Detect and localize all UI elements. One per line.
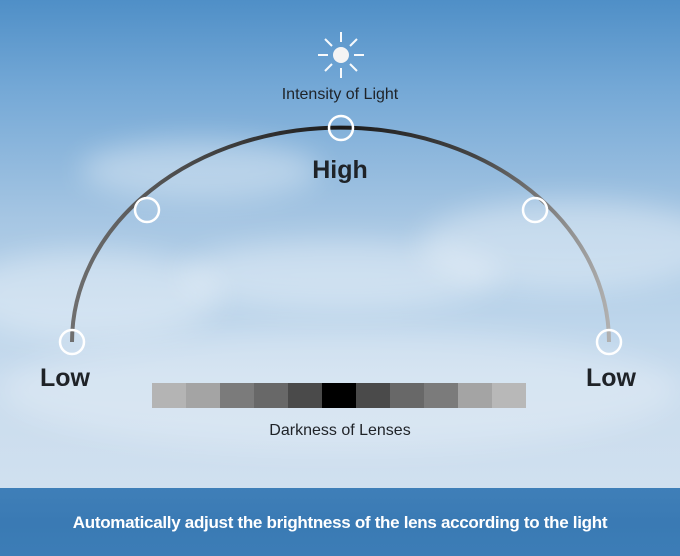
sun-icon	[318, 32, 364, 78]
high-label: High	[312, 156, 368, 184]
darkness-swatch	[152, 383, 186, 408]
caption: Automatically adjust the brightness of t…	[72, 513, 608, 532]
darkness-swatch	[390, 383, 424, 408]
arc-node-mid-left	[133, 196, 161, 224]
darkness-swatch	[356, 383, 390, 408]
darkness-label: Darkness of Lenses	[269, 422, 411, 439]
arc-node-mid-right	[521, 196, 549, 224]
darkness-swatch	[220, 383, 254, 408]
low-right-label: Low	[586, 364, 636, 392]
intensity-label: Intensity of Light	[281, 86, 399, 103]
arc-node-low-left	[58, 328, 86, 356]
darkness-swatch	[458, 383, 492, 408]
lens-darkness-scale	[152, 383, 526, 408]
darkness-swatch	[322, 383, 356, 408]
darkness-swatch	[186, 383, 220, 408]
sea-background	[0, 488, 680, 556]
darkness-swatch	[288, 383, 322, 408]
darkness-swatch	[424, 383, 458, 408]
darkness-swatch	[254, 383, 288, 408]
arc-node-low-right	[595, 328, 623, 356]
darkness-swatch	[492, 383, 526, 408]
low-left-label: Low	[40, 364, 90, 392]
arc-node-high	[327, 114, 355, 142]
